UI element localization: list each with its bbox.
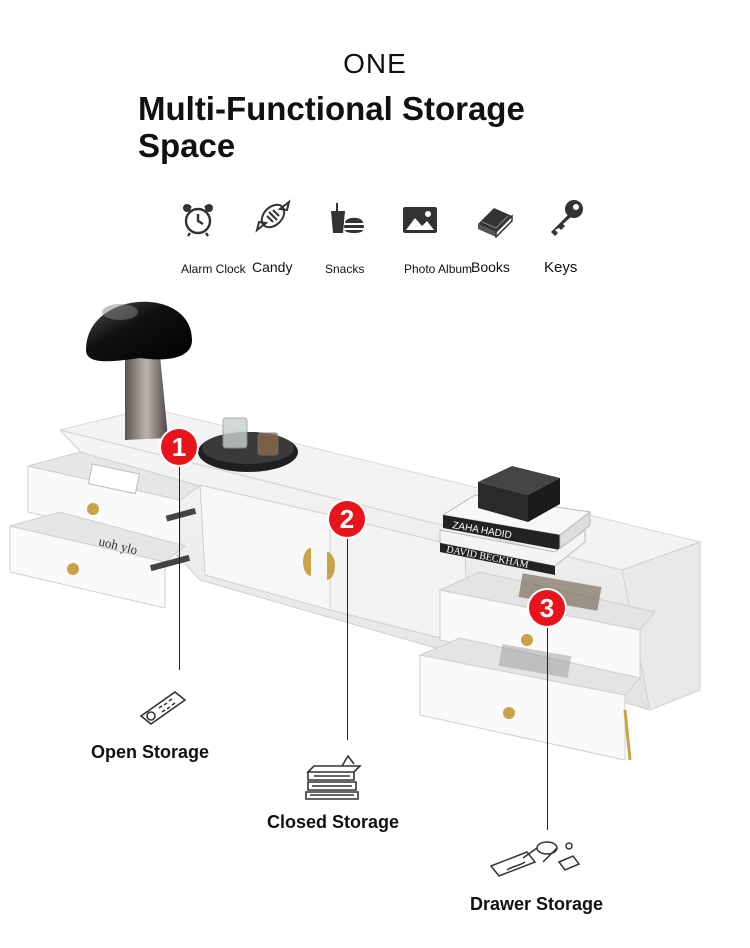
snacks-icon xyxy=(327,199,367,239)
closed-storage-label: Closed Storage xyxy=(267,812,400,832)
tv-cabinet-illustration: uoh ylo ZAHA HADID DAVID BECKHAM xyxy=(9,301,702,761)
item-label-snacks: Snacks xyxy=(325,262,365,276)
books-icon xyxy=(474,198,514,239)
section-number: ONE xyxy=(343,48,407,79)
candy-icon xyxy=(253,196,293,236)
remote-control-icon xyxy=(137,686,189,728)
title-line-1: Multi-Functional Storage xyxy=(138,90,525,127)
callout-line-1 xyxy=(179,462,180,670)
folded-clothes-icon xyxy=(302,752,368,802)
callout-line-3 xyxy=(547,622,548,830)
drawer-storage-label: Drawer Storage xyxy=(470,894,604,914)
drawer-items-icon xyxy=(487,832,585,880)
open-storage-label: Open Storage xyxy=(91,742,210,762)
item-label-keys: Keys xyxy=(544,259,578,276)
callout-line-2 xyxy=(347,535,348,740)
callout-badge-1: 1 xyxy=(161,429,197,465)
item-label-alarm-clock: Alarm Clock xyxy=(181,262,246,276)
photo-album-icon xyxy=(400,200,440,240)
item-label-photo-album: Photo Album xyxy=(404,262,473,276)
item-label-books: Books xyxy=(471,259,510,275)
page-title: Multi-Functional Storage Space xyxy=(138,90,558,164)
item-label-candy: Candy xyxy=(252,259,293,275)
callout-badge-3: 3 xyxy=(529,590,565,626)
key-icon xyxy=(546,197,586,237)
alarm-clock-icon xyxy=(178,199,218,239)
title-line-2: Space xyxy=(138,127,236,164)
callout-badge-2: 2 xyxy=(329,501,365,537)
